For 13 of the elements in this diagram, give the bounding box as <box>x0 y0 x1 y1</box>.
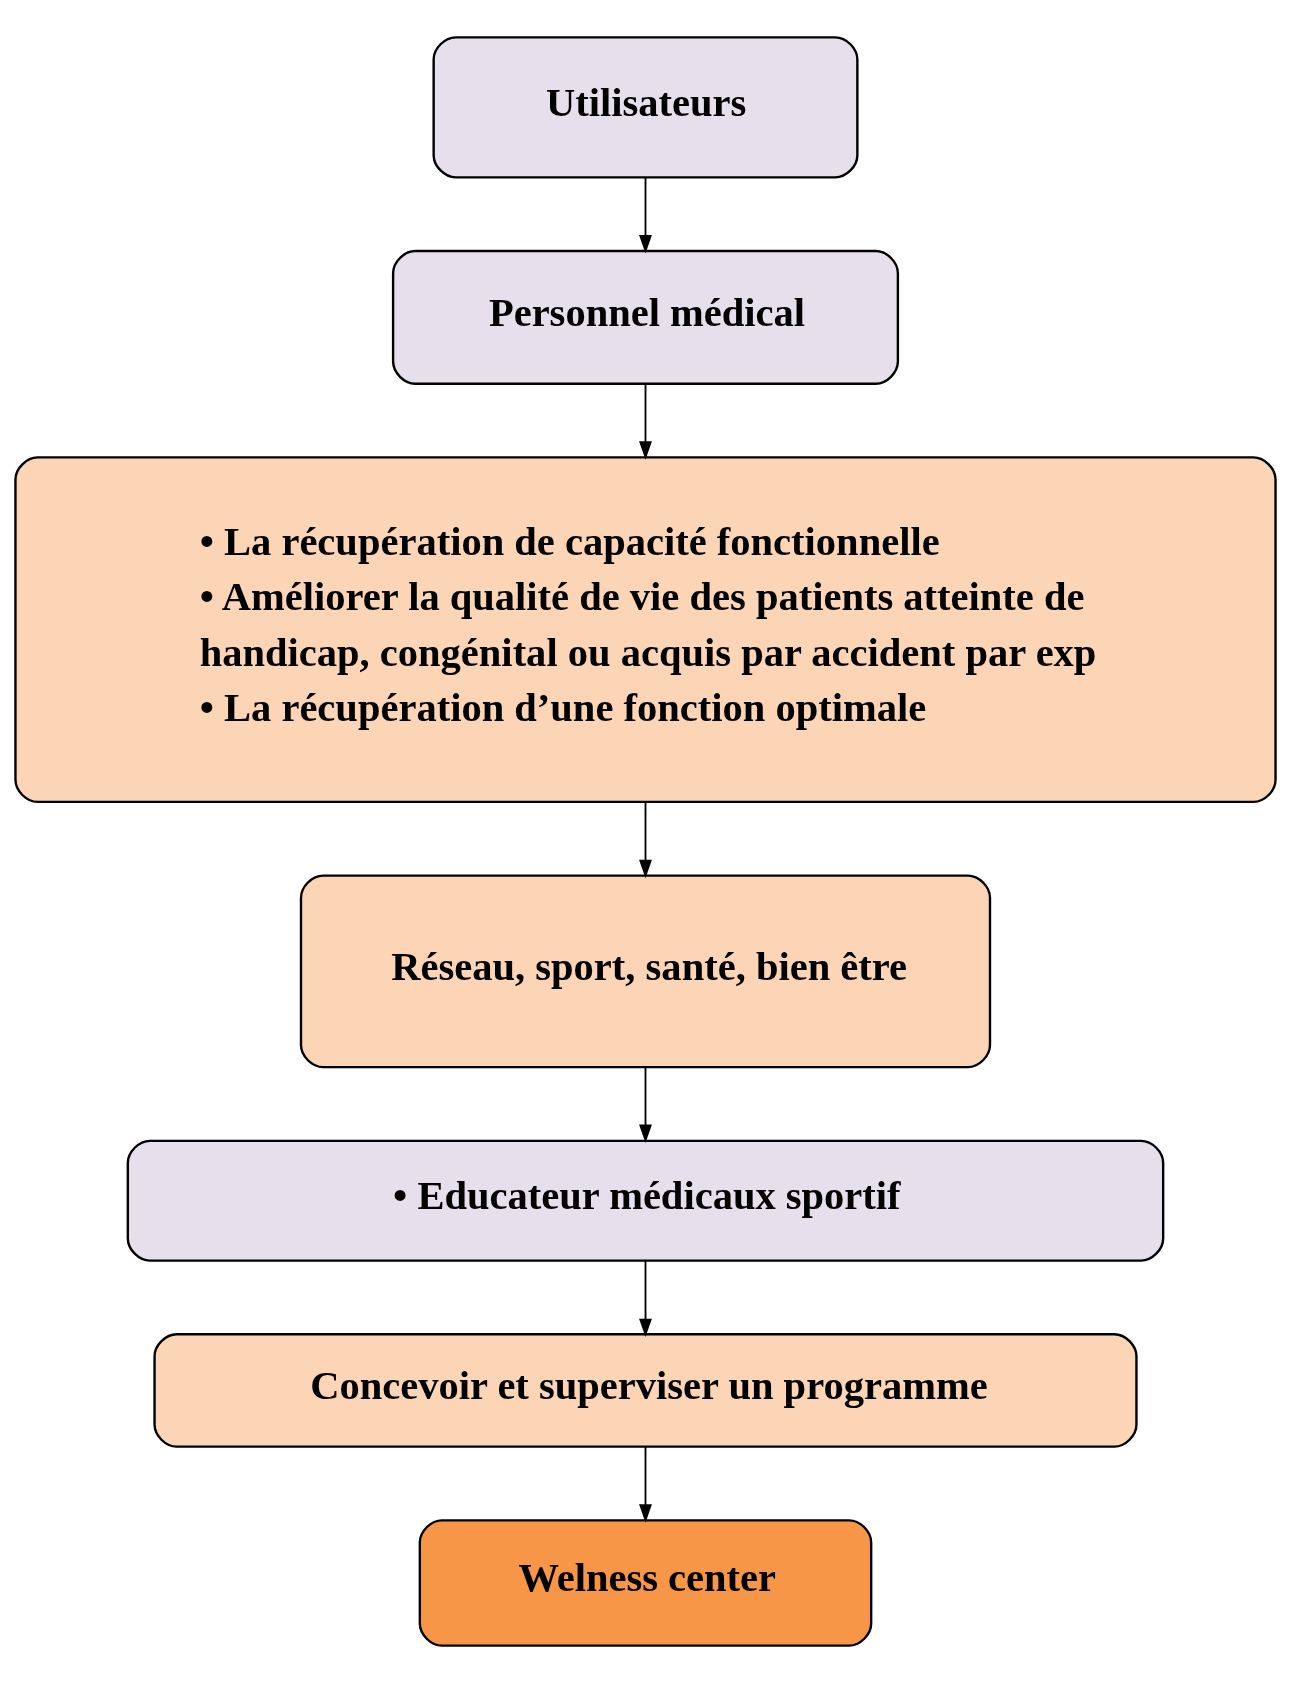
node-box: Réseau, sport, santé, bien être <box>299 874 992 1069</box>
node-box: • Educateur médicaux sportif <box>126 1139 1165 1262</box>
arrow <box>639 177 652 254</box>
arrow <box>639 383 652 460</box>
arrow <box>639 801 652 879</box>
node-box: Concevoir et superviser un programme <box>153 1333 1138 1448</box>
arrow <box>639 1446 652 1523</box>
node-box: Welness center <box>418 1519 873 1647</box>
node-box: Personnel médical <box>391 249 900 385</box>
node-box: Utilisateurs <box>432 36 859 179</box>
arrow <box>639 1260 652 1338</box>
node-box: • La récupération de capacité fonctionnelle • Améliorer la qualité de vie des patients atteinte de handicap, congénital ou acquis par accident par exp • La récupération d’une fonction optimale <box>14 456 1277 804</box>
arrow <box>639 1066 652 1144</box>
